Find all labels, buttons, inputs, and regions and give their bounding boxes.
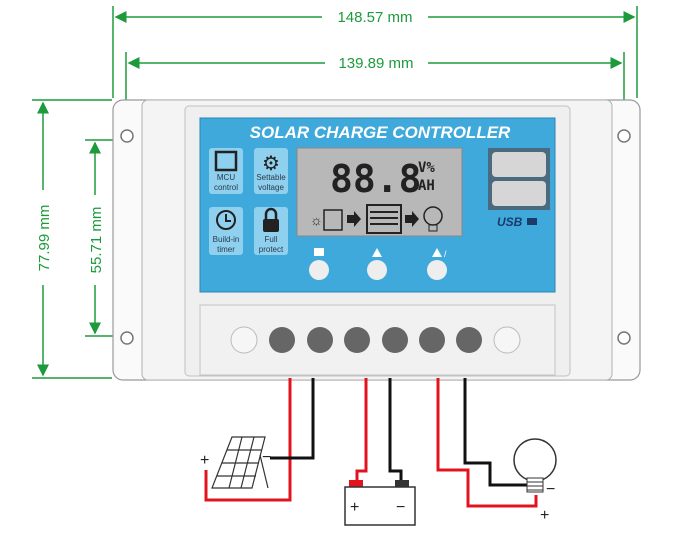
solar-red-wire	[204, 378, 292, 502]
mount-hole	[617, 331, 631, 345]
lock-icon	[263, 207, 279, 232]
dimension-hole-width	[125, 52, 625, 100]
wiring	[204, 378, 538, 508]
arrow-icon	[405, 211, 419, 227]
feature-full-protect: Full protect	[254, 207, 288, 255]
overall-width-label: 148.57 mm	[337, 9, 412, 26]
terminal-strip	[199, 304, 556, 376]
load-minus-sign: −	[546, 481, 555, 498]
svg-text:control: control	[214, 183, 238, 192]
battery-icon	[344, 480, 416, 526]
battery-icon	[366, 204, 402, 234]
solar-panel-icon	[211, 436, 269, 489]
svg-text:protect: protect	[259, 245, 284, 254]
arrow-icon	[347, 211, 361, 227]
battery-red-wire	[355, 378, 368, 480]
clock-icon	[216, 210, 236, 230]
lcd-display: 88.8 V% AH ☼	[296, 147, 463, 237]
terminal-load-minus[interactable]	[456, 327, 482, 353]
lcd-digits: 88.8	[330, 157, 422, 201]
terminal-solar-minus[interactable]	[307, 327, 333, 353]
sun-icon: ☼	[310, 212, 323, 228]
mount-hole	[120, 129, 134, 143]
usb-port[interactable]	[492, 181, 546, 206]
feature-mcu-control: MCU control	[209, 148, 243, 194]
svg-text:voltage: voltage	[258, 183, 284, 192]
battery-minus-sign: −	[396, 499, 405, 516]
overall-height-label: 77.99 mm	[36, 205, 53, 272]
svg-text:Build-in: Build-in	[213, 235, 240, 244]
solar-minus-sign: −	[262, 449, 271, 466]
solar-panel-icon	[323, 209, 343, 231]
usb-ports: USB	[488, 148, 550, 229]
up-button[interactable]	[367, 248, 387, 280]
lcd-unit-top: V%	[418, 160, 435, 176]
menu-button[interactable]	[309, 248, 329, 280]
battery-plus-sign: +	[350, 499, 359, 516]
dimension-overall-height	[32, 99, 112, 379]
light-bulb-icon	[513, 438, 557, 493]
feature-settable-voltage: ⚙ Settable voltage	[254, 148, 288, 194]
terminal-battery-minus[interactable]	[382, 327, 408, 353]
chip-icon	[214, 150, 238, 172]
usb-port[interactable]	[492, 152, 546, 177]
load-black-wire	[463, 378, 527, 487]
lcd-unit-bottom: AH	[418, 178, 435, 194]
svg-text:Full: Full	[265, 235, 278, 244]
svg-text:MCU: MCU	[217, 173, 235, 182]
panel-title: SOLAR CHARGE CONTROLLER	[250, 123, 511, 142]
gear-icon: ⚙	[262, 153, 280, 175]
terminal-solar-plus[interactable]	[269, 327, 295, 353]
hole-height-label: 55.71 mm	[88, 207, 105, 274]
mount-hole	[617, 129, 631, 143]
solar-black-wire	[270, 378, 315, 460]
svg-text:Settable: Settable	[256, 173, 286, 182]
feature-build-in-timer: Build-in timer	[209, 207, 243, 255]
svg-text:timer: timer	[217, 245, 235, 254]
terminal-battery-plus[interactable]	[344, 327, 370, 353]
mount-hole	[120, 331, 134, 345]
battery-black-wire	[388, 378, 403, 480]
dimension-overall-width	[112, 6, 638, 98]
terminal-load-plus[interactable]	[419, 327, 445, 353]
load-red-wire	[436, 378, 538, 508]
usb-plug-icon	[527, 218, 537, 225]
usb-label: USB	[497, 215, 523, 229]
light-button[interactable]: /	[427, 248, 447, 280]
load-plus-sign: +	[540, 507, 549, 524]
svg-text:/: /	[444, 249, 447, 259]
hole-width-label: 139.89 mm	[338, 55, 413, 72]
solar-plus-sign: +	[200, 452, 209, 469]
